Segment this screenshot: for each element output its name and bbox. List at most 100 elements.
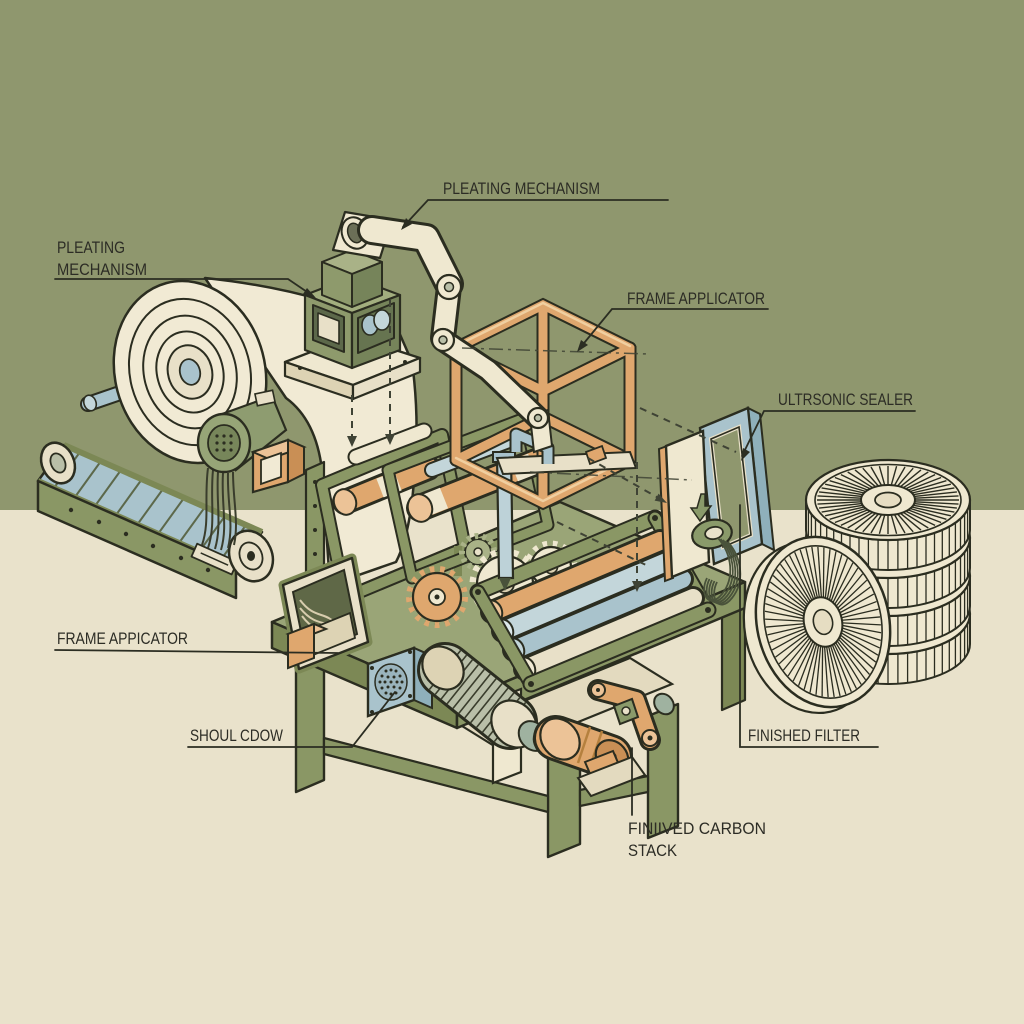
pleat-line [823, 646, 829, 698]
label-carbon-stack: FINIIVED CARBON STACK [628, 747, 766, 860]
press-head-right [351, 261, 383, 308]
gear-orange [406, 566, 468, 628]
guide-arrowhead-a [347, 436, 357, 447]
disc1-radial-pleats [817, 466, 959, 534]
pleat-line [842, 622, 881, 626]
label-frame-applicator-top: FRAME APPLICATOR [577, 289, 769, 352]
pleat-line [824, 506, 865, 517]
leader-arrowhead [401, 218, 412, 230]
bed-bolts [475, 515, 711, 687]
upper-arm [360, 218, 461, 296]
leader-line [739, 504, 879, 748]
right-pulley-axle [247, 551, 255, 561]
fan-bolts [370, 650, 412, 714]
pleat-line [826, 551, 837, 599]
pleat-line [772, 575, 807, 608]
conveyor-belt [36, 441, 275, 600]
pleat-line [769, 581, 806, 610]
pleat-line [828, 554, 843, 600]
pleat-line [829, 507, 867, 520]
elbow-pin [443, 281, 455, 293]
pleat-line [835, 642, 862, 685]
leaning-filter-hub-hole [812, 608, 834, 636]
leader-arrowhead [303, 288, 316, 298]
motor-top-block [254, 389, 276, 407]
pleat-line [905, 473, 936, 490]
pleat-line [902, 471, 929, 489]
pleat-line [832, 562, 854, 603]
pleat-line [897, 467, 914, 487]
pleat-line [900, 512, 922, 531]
pleat-line [854, 512, 876, 531]
pleat-line [911, 506, 952, 517]
press-die [317, 312, 340, 345]
feed-motor [196, 389, 307, 551]
right-pulley-ring [238, 541, 264, 571]
pleat-line [878, 466, 886, 486]
pleat-line [767, 625, 805, 636]
guide-upper-diagonal [639, 407, 737, 453]
pleat-line [819, 502, 862, 509]
pleat-line [893, 466, 906, 486]
label-ultrasonic-sealer: ULTRSONIC SEALER [741, 390, 916, 461]
pleat-line [765, 618, 804, 622]
leader-line [741, 410, 916, 457]
pleat-line [909, 480, 947, 493]
motor-rib [476, 687, 509, 728]
stretcher-left [322, 736, 550, 814]
down-arrow-icon [689, 493, 713, 523]
drive-motor [417, 642, 538, 750]
guide-lines [347, 300, 737, 592]
cabinet-base-front [287, 622, 315, 670]
pleat-line [826, 646, 835, 698]
label-text: PLEATING MECHANISM [443, 179, 600, 198]
press-bolt-b [403, 360, 407, 364]
pleat-line [854, 469, 876, 488]
leaning-filter [742, 535, 892, 715]
robot-arm [331, 210, 554, 454]
labels: PLEATING MECHANISM PLEATING MECHANISM FR… [54, 179, 916, 860]
pleat-line [789, 555, 813, 601]
pleat-line [821, 504, 863, 513]
pleat-line [817, 546, 823, 598]
pleat-line [870, 466, 883, 486]
pleat-line [900, 469, 922, 488]
pleat-line [890, 514, 898, 534]
conveyor-frame [36, 479, 238, 600]
lower-link [434, 331, 547, 427]
pleat-line [914, 495, 959, 499]
pleat-line [827, 646, 841, 697]
pleat-line [834, 476, 869, 491]
pleat-line [839, 593, 875, 614]
pleat-line [766, 595, 805, 615]
pleat-line [794, 552, 815, 600]
leaning-filter-pleats [764, 546, 882, 698]
pleat-line [833, 643, 857, 689]
pleat-line [837, 579, 868, 609]
guide-to-sealer [587, 457, 663, 501]
pleat-line [782, 637, 811, 671]
label-pleating-mechanism-top: PLEATING MECHANISM [401, 179, 669, 230]
pleat-line [905, 510, 936, 527]
pleat-line [787, 639, 812, 677]
centerline-lower [529, 471, 693, 481]
label-text: FRAME APPLICATOR [627, 289, 765, 308]
pleat-line [835, 573, 864, 607]
leaning-filter-ring [763, 545, 883, 699]
pleat-line [784, 559, 811, 602]
label-pleating-mechanism-left: PLEATING MECHANISM [54, 238, 316, 298]
pleat-line [840, 632, 879, 656]
guide-arrowhead-b [385, 434, 395, 445]
motor-rib [458, 673, 491, 714]
pleat-line [817, 495, 862, 499]
leader-line [579, 308, 769, 349]
junction-box-side [287, 438, 305, 484]
pleat-line [837, 638, 870, 675]
pleat-line [907, 476, 942, 491]
pleat-line [878, 514, 886, 534]
bearing-eye [621, 706, 631, 716]
frame-bolt-dots [68, 507, 211, 573]
sealer-window-edge [710, 425, 752, 549]
leader-arrowhead [577, 340, 588, 352]
